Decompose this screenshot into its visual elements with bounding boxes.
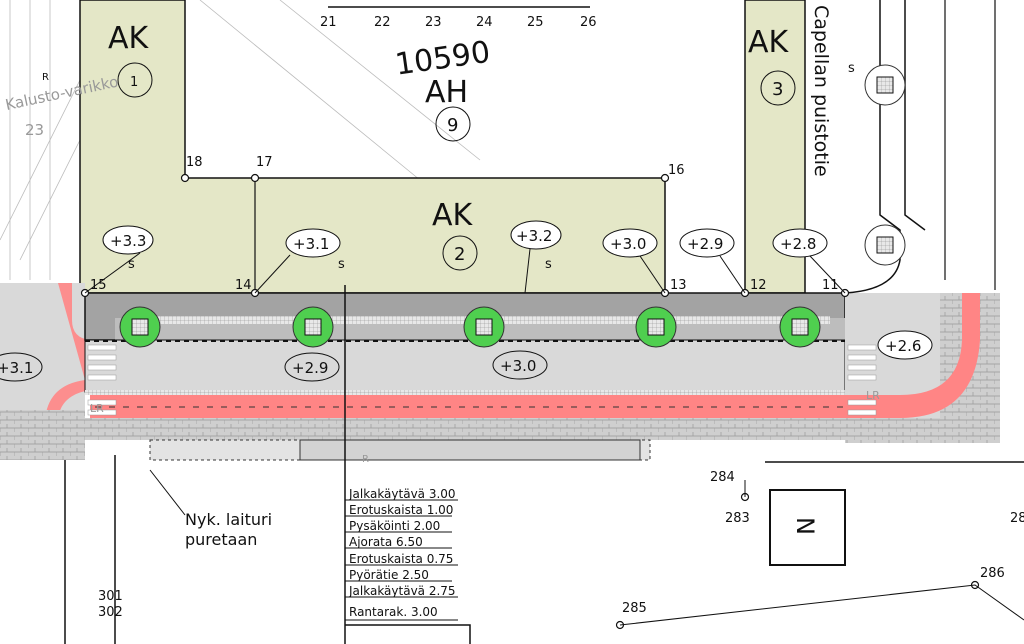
street-name-label: Capellan puistotie	[810, 5, 832, 177]
point-18: 18	[186, 155, 203, 170]
point-285: 285	[622, 601, 647, 616]
point-label: 23	[425, 15, 442, 30]
point-11: 11	[822, 278, 839, 293]
point-16: 16	[668, 163, 685, 178]
cross-section-table: Jalkakäytävä 3.00 Erotuskaista 1.00 Pysä…	[345, 487, 458, 621]
elevation-label: +3.0	[500, 357, 536, 375]
point-286: 286	[980, 566, 1005, 581]
tree-icon	[463, 306, 505, 348]
roadway	[84, 339, 846, 393]
tree-icon	[635, 306, 677, 348]
sign-marker: s	[545, 257, 552, 272]
block-number-2: 2	[454, 244, 465, 265]
point-label: 25	[527, 15, 544, 30]
point-17: 17	[256, 155, 273, 170]
sign-marker: s	[128, 257, 135, 272]
point-12: 12	[750, 278, 767, 293]
sign-marker: s	[338, 257, 345, 272]
point-label: 22	[374, 15, 391, 30]
point-302: 302	[98, 605, 123, 620]
tree-icon	[292, 306, 334, 348]
elevation-label: +3.0	[610, 235, 646, 253]
point-13: 13	[670, 278, 687, 293]
point-301: 301	[98, 589, 123, 604]
elevation-label: +2.9	[687, 235, 723, 253]
section-row: Pysäköinti 2.00	[349, 519, 440, 533]
top-point-labels: 21 22 23 24 25 26	[320, 15, 597, 30]
point-15: 15	[90, 278, 107, 293]
north-arrow-box	[769, 489, 846, 566]
block-use-ak-2: AK	[432, 198, 474, 233]
note-line-1: Nyk. laituri	[185, 510, 272, 529]
paving	[85, 418, 845, 440]
point-label: 21	[320, 15, 337, 30]
block-number-3: 3	[772, 79, 783, 100]
point-28: 28	[1010, 511, 1024, 526]
section-row: Jalkakäytävä 3.00	[348, 487, 456, 501]
crosswalk-right	[847, 344, 877, 416]
note-line-2: puretaan	[185, 530, 257, 549]
elevation-label: +3.3	[110, 232, 146, 250]
point-labels: 18 17 16 15 14 13 12 11 284 283 285 286 …	[90, 155, 1024, 620]
crosswalk-left	[87, 344, 117, 416]
section-row: Erotuskaista 1.00	[349, 503, 453, 517]
lr-marker: LR	[866, 389, 880, 402]
block-use-ak-3: AK	[748, 25, 790, 60]
point-283: 283	[725, 511, 750, 526]
r-marker: R	[42, 72, 49, 83]
elevation-label: +3.1	[293, 235, 329, 253]
tree-icon	[779, 306, 821, 348]
block-number-9: 9	[447, 115, 458, 136]
lr-marker: LR	[90, 402, 104, 415]
elevation-label: +3.2	[516, 227, 552, 245]
bike-lane	[90, 395, 845, 418]
point-284: 284	[710, 470, 735, 485]
tree-icon	[864, 224, 906, 266]
section-row: Ajorata 6.50	[349, 535, 423, 549]
section-row: Erotuskaista 0.75	[349, 552, 453, 566]
point-label: 26	[580, 15, 597, 30]
section-row: Pyörätie 2.50	[349, 568, 429, 582]
north-label: N	[791, 517, 819, 535]
sign-marker: s	[848, 61, 855, 76]
r-marker: R	[362, 454, 369, 465]
right-bike-lane	[845, 293, 980, 418]
elevation-label: +2.9	[292, 359, 328, 377]
block-number-1: 1	[130, 75, 138, 90]
old-depot-number: 23	[25, 121, 44, 139]
block-use-ah: AH	[425, 75, 468, 110]
street-trees	[119, 64, 906, 348]
section-row: Jalkakäytävä 2.75	[348, 584, 456, 598]
elevation-label: +2.6	[885, 337, 921, 355]
tree-icon	[864, 64, 906, 106]
block-use-ak-1: AK	[108, 21, 150, 56]
point-14: 14	[235, 278, 252, 293]
elevation-label: +3.1	[0, 359, 33, 377]
point-label: 24	[476, 15, 493, 30]
elevation-label: +2.8	[780, 235, 816, 253]
elevation-markers: +3.3 +3.1 +3.2 +3.0 +2.9 +2.8 +2.9 +3.0 …	[0, 220, 933, 382]
section-row: Rantarak. 3.00	[349, 605, 438, 619]
tree-icon	[119, 306, 161, 348]
block-ak-1-2	[79, 0, 666, 294]
